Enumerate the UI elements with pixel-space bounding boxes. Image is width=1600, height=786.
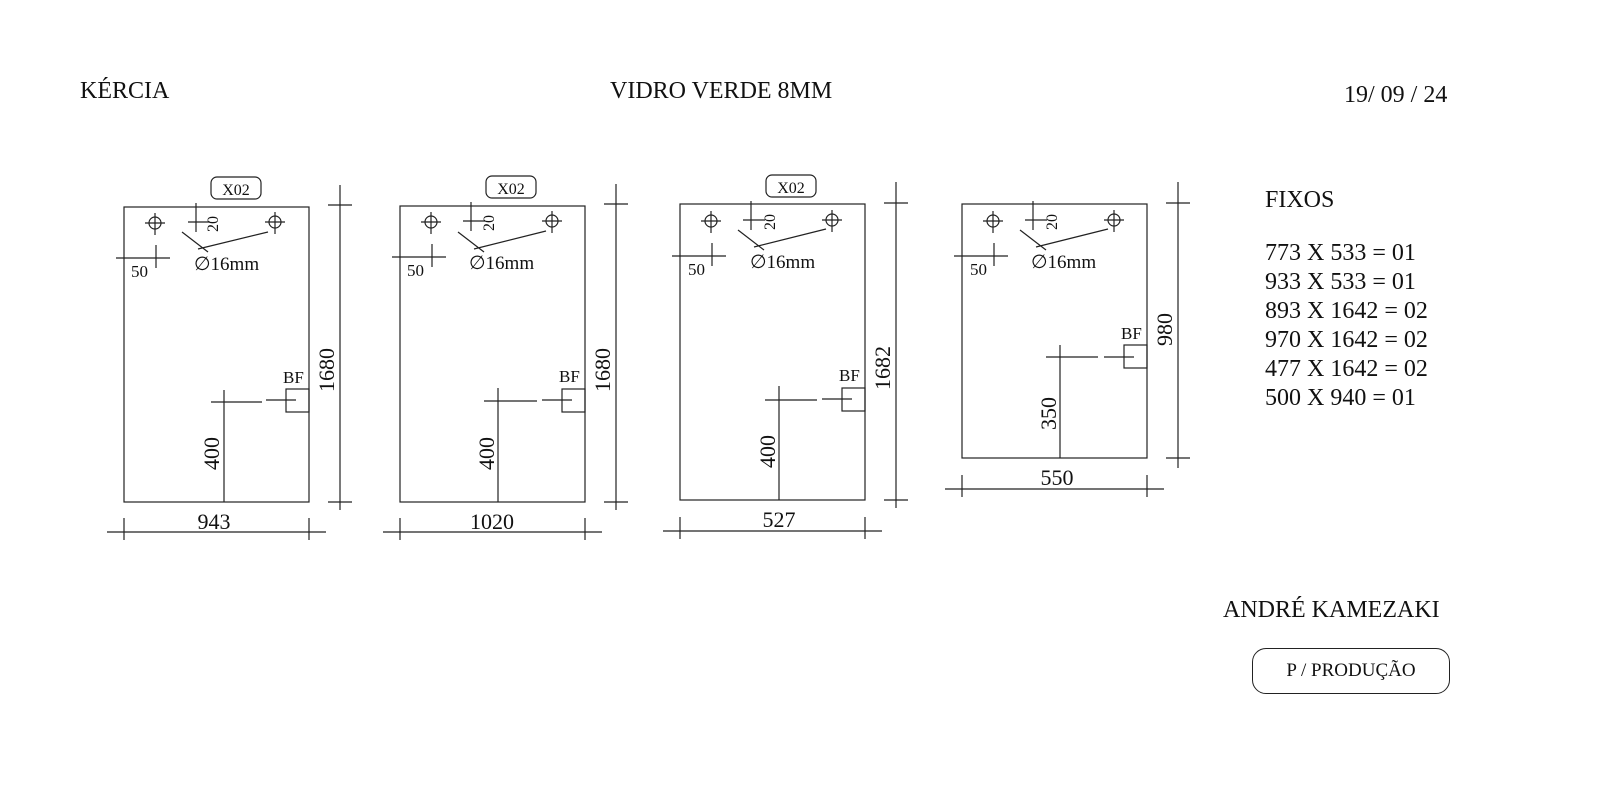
qty-badge-2: X02 — [497, 181, 525, 198]
client-name: KÉRCIA — [80, 78, 170, 104]
hole-top-offset-1: 20 — [205, 216, 222, 232]
panel-4-height: 980 — [1152, 313, 1177, 346]
qty-badge-2-frame — [485, 175, 537, 199]
mounting-hole-2b — [542, 211, 562, 233]
fixos-item: 773 X 533 = 01 — [1265, 240, 1416, 266]
fixos-list: FIXOS 773 X 533 = 01 933 X 533 = 01 893 … — [1265, 186, 1428, 413]
fixos-item: 500 X 940 = 01 — [1265, 385, 1416, 411]
panel-1: X02 20 50 ∅16mm 400 BF 943 1680 — [107, 176, 352, 540]
bf-height-4: 350 — [1036, 397, 1061, 430]
panel-1-width: 943 — [198, 509, 231, 534]
fixos-title: FIXOS — [1265, 187, 1335, 213]
author-name: ANDRÉ KAMEZAKI — [1223, 597, 1440, 623]
qty-badge-1: X02 — [222, 182, 250, 199]
fixos-item: 477 X 1642 = 02 — [1265, 356, 1428, 382]
panel-2: X02 20 50 ∅16mm 400 BF 1020 1680 — [383, 175, 628, 540]
fixos-item: 933 X 533 = 01 — [1265, 269, 1416, 295]
qty-badge-3: X02 — [777, 180, 805, 197]
panel-4: 20 50 ∅16mm 350 BF 550 980 — [945, 182, 1190, 497]
bf-height-2: 400 — [474, 437, 499, 470]
hole-side-offset-1: 50 — [131, 262, 148, 281]
panel-4-width: 550 — [1041, 465, 1074, 490]
hole-top-offset-2: 20 — [481, 215, 498, 231]
hole-diameter-3: ∅16mm — [750, 252, 815, 273]
panel-3-width: 527 — [763, 507, 796, 532]
mounting-hole-1a — [145, 213, 165, 235]
qty-badge-3-frame — [765, 174, 817, 198]
bf-label-3: BF — [839, 366, 860, 385]
panel-3: X02 20 50 ∅16mm 400 BF 527 1682 — [663, 174, 908, 539]
panel-2-height: 1680 — [590, 348, 615, 392]
panel-1-outline — [123, 206, 310, 503]
panel-2-width: 1020 — [470, 509, 514, 534]
panel-2-outline — [399, 205, 586, 503]
hole-diameter-2: ∅16mm — [469, 253, 534, 274]
bf-height-1: 400 — [199, 437, 224, 470]
panel-1-height: 1680 — [314, 348, 339, 392]
glass-panels-drawing: X02 20 50 ∅16mm 400 BF 943 1680 X02 20 5… — [107, 174, 1190, 540]
panel-4-outline — [961, 203, 1148, 459]
bf-label-4: BF — [1121, 324, 1142, 343]
hole-top-offset-3: 20 — [762, 214, 779, 230]
panel-3-height: 1682 — [870, 346, 895, 390]
mounting-hole-1b — [265, 212, 285, 234]
hole-side-offset-3: 50 — [688, 260, 705, 279]
hole-top-offset-4: 20 — [1044, 214, 1061, 230]
material-title: VIDRO VERDE 8MM — [610, 78, 833, 104]
bf-label-1: BF — [283, 368, 304, 387]
production-stamp: P / PRODUÇÃO — [1252, 648, 1450, 694]
hole-side-offset-2: 50 — [407, 261, 424, 280]
bf-height-3: 400 — [755, 435, 780, 468]
hole-diameter-4: ∅16mm — [1031, 252, 1096, 273]
hole-side-offset-4: 50 — [970, 260, 987, 279]
fixos-item: 893 X 1642 = 02 — [1265, 298, 1428, 324]
mounting-hole-3a — [701, 211, 721, 233]
mounting-hole-3b — [822, 210, 842, 232]
mounting-hole-2a — [421, 212, 441, 234]
bf-label-2: BF — [559, 367, 580, 386]
drawing-date: 19/ 09 / 24 — [1344, 82, 1448, 108]
panel-3-outline — [679, 203, 866, 501]
mounting-hole-4b — [1104, 210, 1124, 232]
hole-diameter-1: ∅16mm — [194, 254, 259, 275]
fixos-item: 970 X 1642 = 02 — [1265, 327, 1428, 353]
mounting-hole-4a — [983, 211, 1003, 233]
qty-badge-1-frame — [210, 176, 262, 200]
